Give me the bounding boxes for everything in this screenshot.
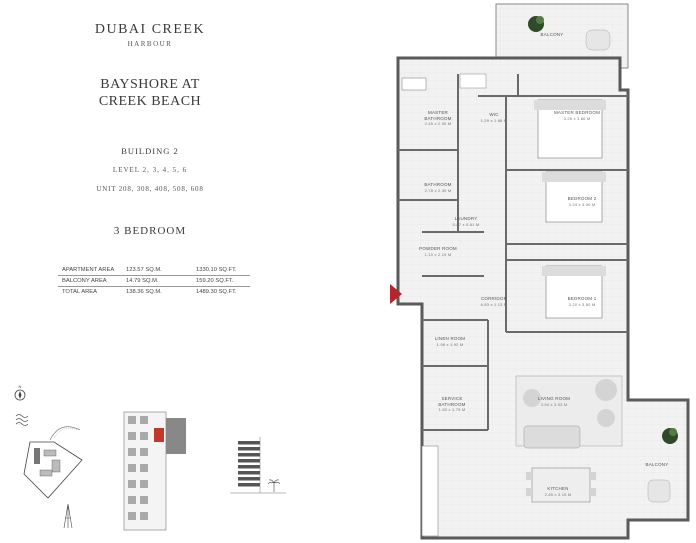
room-name: BEDROOM 2 bbox=[567, 196, 597, 201]
room-name: KITCHEN bbox=[547, 486, 569, 491]
plant bbox=[662, 428, 678, 444]
room-wic: WIC 1.29 x 1.86 M bbox=[472, 112, 516, 123]
room-name: SERVICE BATHROOM bbox=[438, 396, 466, 407]
room-balcony-top: BALCONY bbox=[532, 32, 572, 38]
room-name: MASTER BEDROOM bbox=[553, 110, 601, 115]
room-name: BEDROOM 1 bbox=[567, 296, 597, 301]
area-sqft: 1330.10 SQ.FT. bbox=[196, 267, 237, 273]
room-dim: 2.65 x 3.15 M bbox=[544, 491, 572, 497]
entry-arrow-icon bbox=[390, 284, 402, 304]
project-title: BAYSHORE AT CREEK BEACH bbox=[0, 76, 300, 110]
room-name: CORRIDOR bbox=[480, 296, 508, 301]
room-name: MASTER BATHROOM bbox=[424, 110, 452, 121]
building-key-plan bbox=[123, 411, 186, 531]
room-dim: 3.20 x 3.80 M bbox=[568, 301, 596, 307]
room-laundry: LAUNDRY 0.87 x 0.81 M bbox=[446, 216, 486, 227]
level-stack bbox=[230, 437, 286, 494]
project-title-line2: CREEK BEACH bbox=[98, 94, 202, 109]
building-label: BUILDING 2 bbox=[121, 146, 179, 156]
compass-icon: N bbox=[14, 384, 26, 401]
room-bedroom-1: BEDROOM 1 3.20 x 3.80 M bbox=[560, 296, 604, 307]
info-panel: DUBAI CREEK HARBOUR BAYSHORE AT CREEK BE… bbox=[0, 0, 300, 543]
bedroom-type: 3 BEDROOM bbox=[113, 225, 187, 237]
room-name: BATHROOM bbox=[424, 182, 452, 187]
units-label: UNIT 208, 308, 408, 508, 608 bbox=[96, 185, 204, 193]
room-dim: 3.25 x 3.86 M bbox=[563, 115, 591, 121]
room-powder-room: POWDER ROOM 1.10 x 2.19 M bbox=[416, 246, 460, 257]
room-dim: 2.45 x 2.90 M bbox=[424, 121, 452, 126]
room-name: POWDER ROOM bbox=[419, 246, 457, 251]
area-sqft: 159.20 SQ.FT. bbox=[192, 275, 250, 287]
area-table: APARTMENT AREA 123.57 SQ.M. 1330.10 SQ.F… bbox=[58, 265, 250, 297]
area-row: APARTMENT AREA 123.57 SQ.M. 1330.10 SQ.F… bbox=[58, 265, 250, 276]
room-dim: 0.87 x 0.81 M bbox=[452, 221, 480, 227]
tower-icon bbox=[63, 503, 73, 529]
room-bedroom-2: BEDROOM 2 3.24 x 3.30 M bbox=[560, 196, 604, 207]
area-label: BALCONY AREA bbox=[58, 275, 122, 287]
room-dim: 1.29 x 1.86 M bbox=[480, 117, 508, 123]
room-dim: 3.24 x 3.30 M bbox=[568, 201, 596, 207]
room-dim: 6.83 x 1.13 M bbox=[480, 301, 508, 307]
site-plan bbox=[15, 414, 83, 529]
room-dim: 1.10 x 2.19 M bbox=[424, 251, 452, 257]
area-label: TOTAL AREA bbox=[62, 289, 98, 295]
room-service-bathroom: SERVICE BATHROOM 1.60 x 1.79 M bbox=[428, 396, 476, 413]
water-waves-icon bbox=[15, 414, 29, 426]
room-bathroom: BATHROOM 2.78 x 2.39 M bbox=[416, 182, 460, 193]
room-living-room: LIVING ROOM 3.94 x 3.93 M bbox=[532, 396, 576, 407]
room-linen-room: LINEN ROOM 1.98 x 1.92 M bbox=[428, 336, 472, 347]
room-master-bathroom: MASTER BATHROOM 2.45 x 2.90 M bbox=[416, 110, 460, 127]
room-corridor: CORRIDOR 6.83 x 1.13 M bbox=[470, 296, 518, 307]
brand-name: DUBAI CREEK bbox=[94, 22, 206, 37]
area-label: APARTMENT AREA bbox=[62, 267, 115, 273]
plant bbox=[528, 16, 544, 32]
room-dim: 1.98 x 1.92 M bbox=[436, 341, 464, 347]
levels-label: LEVEL 2, 3, 4, 5, 6 bbox=[112, 166, 188, 174]
area-row: TOTAL AREA 138.36 SQ.M. 1489.30 SQ.FT. bbox=[58, 287, 250, 298]
room-dim: 3.94 x 3.93 M bbox=[540, 401, 568, 407]
unit-highlight bbox=[154, 428, 164, 442]
area-sqm: 138.36 SQ.M. bbox=[126, 289, 162, 295]
area-sqm: 14.79 SQ.M. bbox=[122, 275, 192, 287]
room-name: LINEN ROOM bbox=[434, 336, 466, 341]
area-row: BALCONY AREA 14.79 SQ.M. 159.20 SQ.FT. bbox=[58, 275, 250, 287]
room-dim: 1.60 x 1.79 M bbox=[438, 407, 466, 412]
room-master-bedroom: MASTER BEDROOM 3.25 x 3.86 M bbox=[552, 110, 602, 121]
svg-text:N: N bbox=[19, 384, 22, 389]
floor-plan bbox=[390, 3, 690, 540]
room-name: LAUNDRY bbox=[454, 216, 478, 221]
brand-subtitle: HARBOUR bbox=[127, 40, 173, 48]
room-name: LIVING ROOM bbox=[537, 396, 571, 401]
area-sqft: 1489.30 SQ.FT. bbox=[196, 289, 237, 295]
palm-tree-icon bbox=[267, 479, 281, 492]
room-name: BALCONY bbox=[540, 32, 564, 37]
project-title-line1: BAYSHORE AT bbox=[100, 77, 200, 92]
room-balcony-right: BALCONY bbox=[640, 462, 674, 468]
room-name: BALCONY bbox=[645, 462, 669, 467]
room-name: WIC bbox=[489, 112, 499, 117]
room-dim: 2.78 x 2.39 M bbox=[424, 187, 452, 193]
room-kitchen: KITCHEN 2.65 x 3.15 M bbox=[536, 486, 580, 497]
area-sqm: 123.57 SQ.M. bbox=[126, 267, 162, 273]
